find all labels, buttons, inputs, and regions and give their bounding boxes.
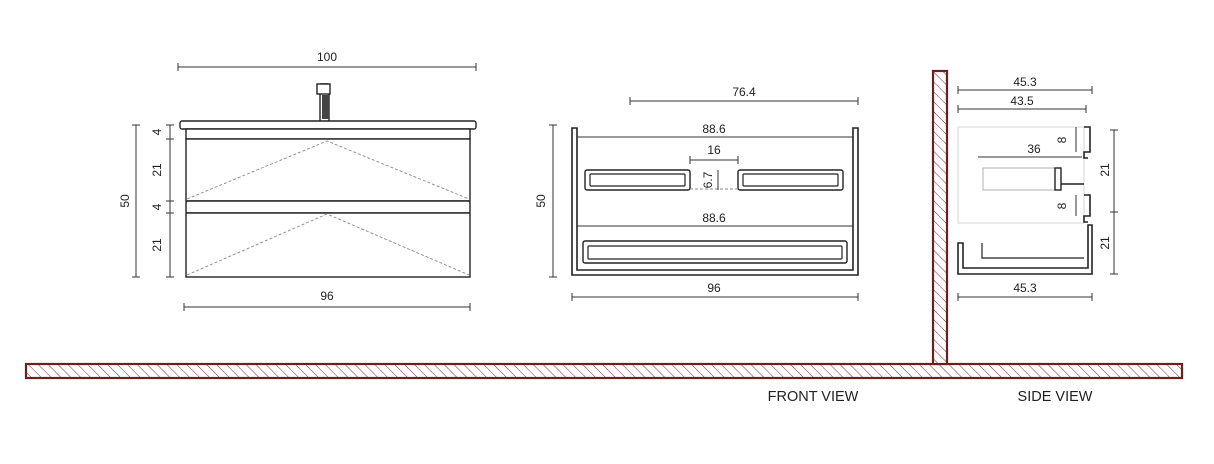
dim-width-top: 100 xyxy=(317,50,337,64)
side-view: 45.3 43.5 8 36 8 21 21 xyxy=(957,75,1118,301)
floor xyxy=(24,362,1184,380)
dim-handle-upper: 8 xyxy=(1055,136,1069,143)
dim-depth-inner: 43.5 xyxy=(1010,94,1034,108)
drawer-upper xyxy=(185,138,471,202)
dim-handle-lower: 8 xyxy=(1055,202,1069,209)
dim-inner-top: 76.4 xyxy=(732,85,756,99)
drawer-lower xyxy=(185,212,471,278)
dim-tray-depth: 36 xyxy=(1027,142,1041,156)
dim-top-thickness: 4 xyxy=(150,128,164,135)
dim-depth-bottom: 45.3 xyxy=(1013,281,1037,295)
cabinet-elevation-view: 100 50 4 21 4 21 xyxy=(118,50,477,311)
tray-right xyxy=(737,169,844,191)
front-view-label: FRONT VIEW xyxy=(768,389,859,405)
faucet-icon xyxy=(316,83,331,123)
front-view: 76.4 88.6 16 6.7 88.6 50 96 xyxy=(534,85,859,301)
dim-front-width: 96 xyxy=(707,281,721,295)
dim-gap: 16 xyxy=(707,143,721,157)
dim-inner-width-lower: 88.6 xyxy=(702,211,726,225)
tray-left xyxy=(584,169,691,191)
side-view-label: SIDE VIEW xyxy=(1018,389,1093,405)
dim-drawer-lower: 21 xyxy=(150,238,164,252)
dim-drawer-upper: 21 xyxy=(150,163,164,177)
dim-tray-height: 6.7 xyxy=(701,171,715,188)
dim-width-bottom: 96 xyxy=(320,289,334,303)
dim-front-height: 50 xyxy=(534,194,548,208)
basin-top xyxy=(179,120,477,130)
dim-side-drawer-lower: 21 xyxy=(1098,236,1112,250)
dim-height-total: 50 xyxy=(118,194,132,208)
dim-divider: 4 xyxy=(150,203,164,210)
dim-depth-top: 45.3 xyxy=(1013,75,1037,89)
dim-side-drawer-upper: 21 xyxy=(1098,163,1112,177)
tray-side xyxy=(1054,167,1062,191)
wall xyxy=(931,69,949,366)
dim-inner-width-upper: 88.6 xyxy=(702,122,726,136)
tray-lower xyxy=(582,240,848,264)
